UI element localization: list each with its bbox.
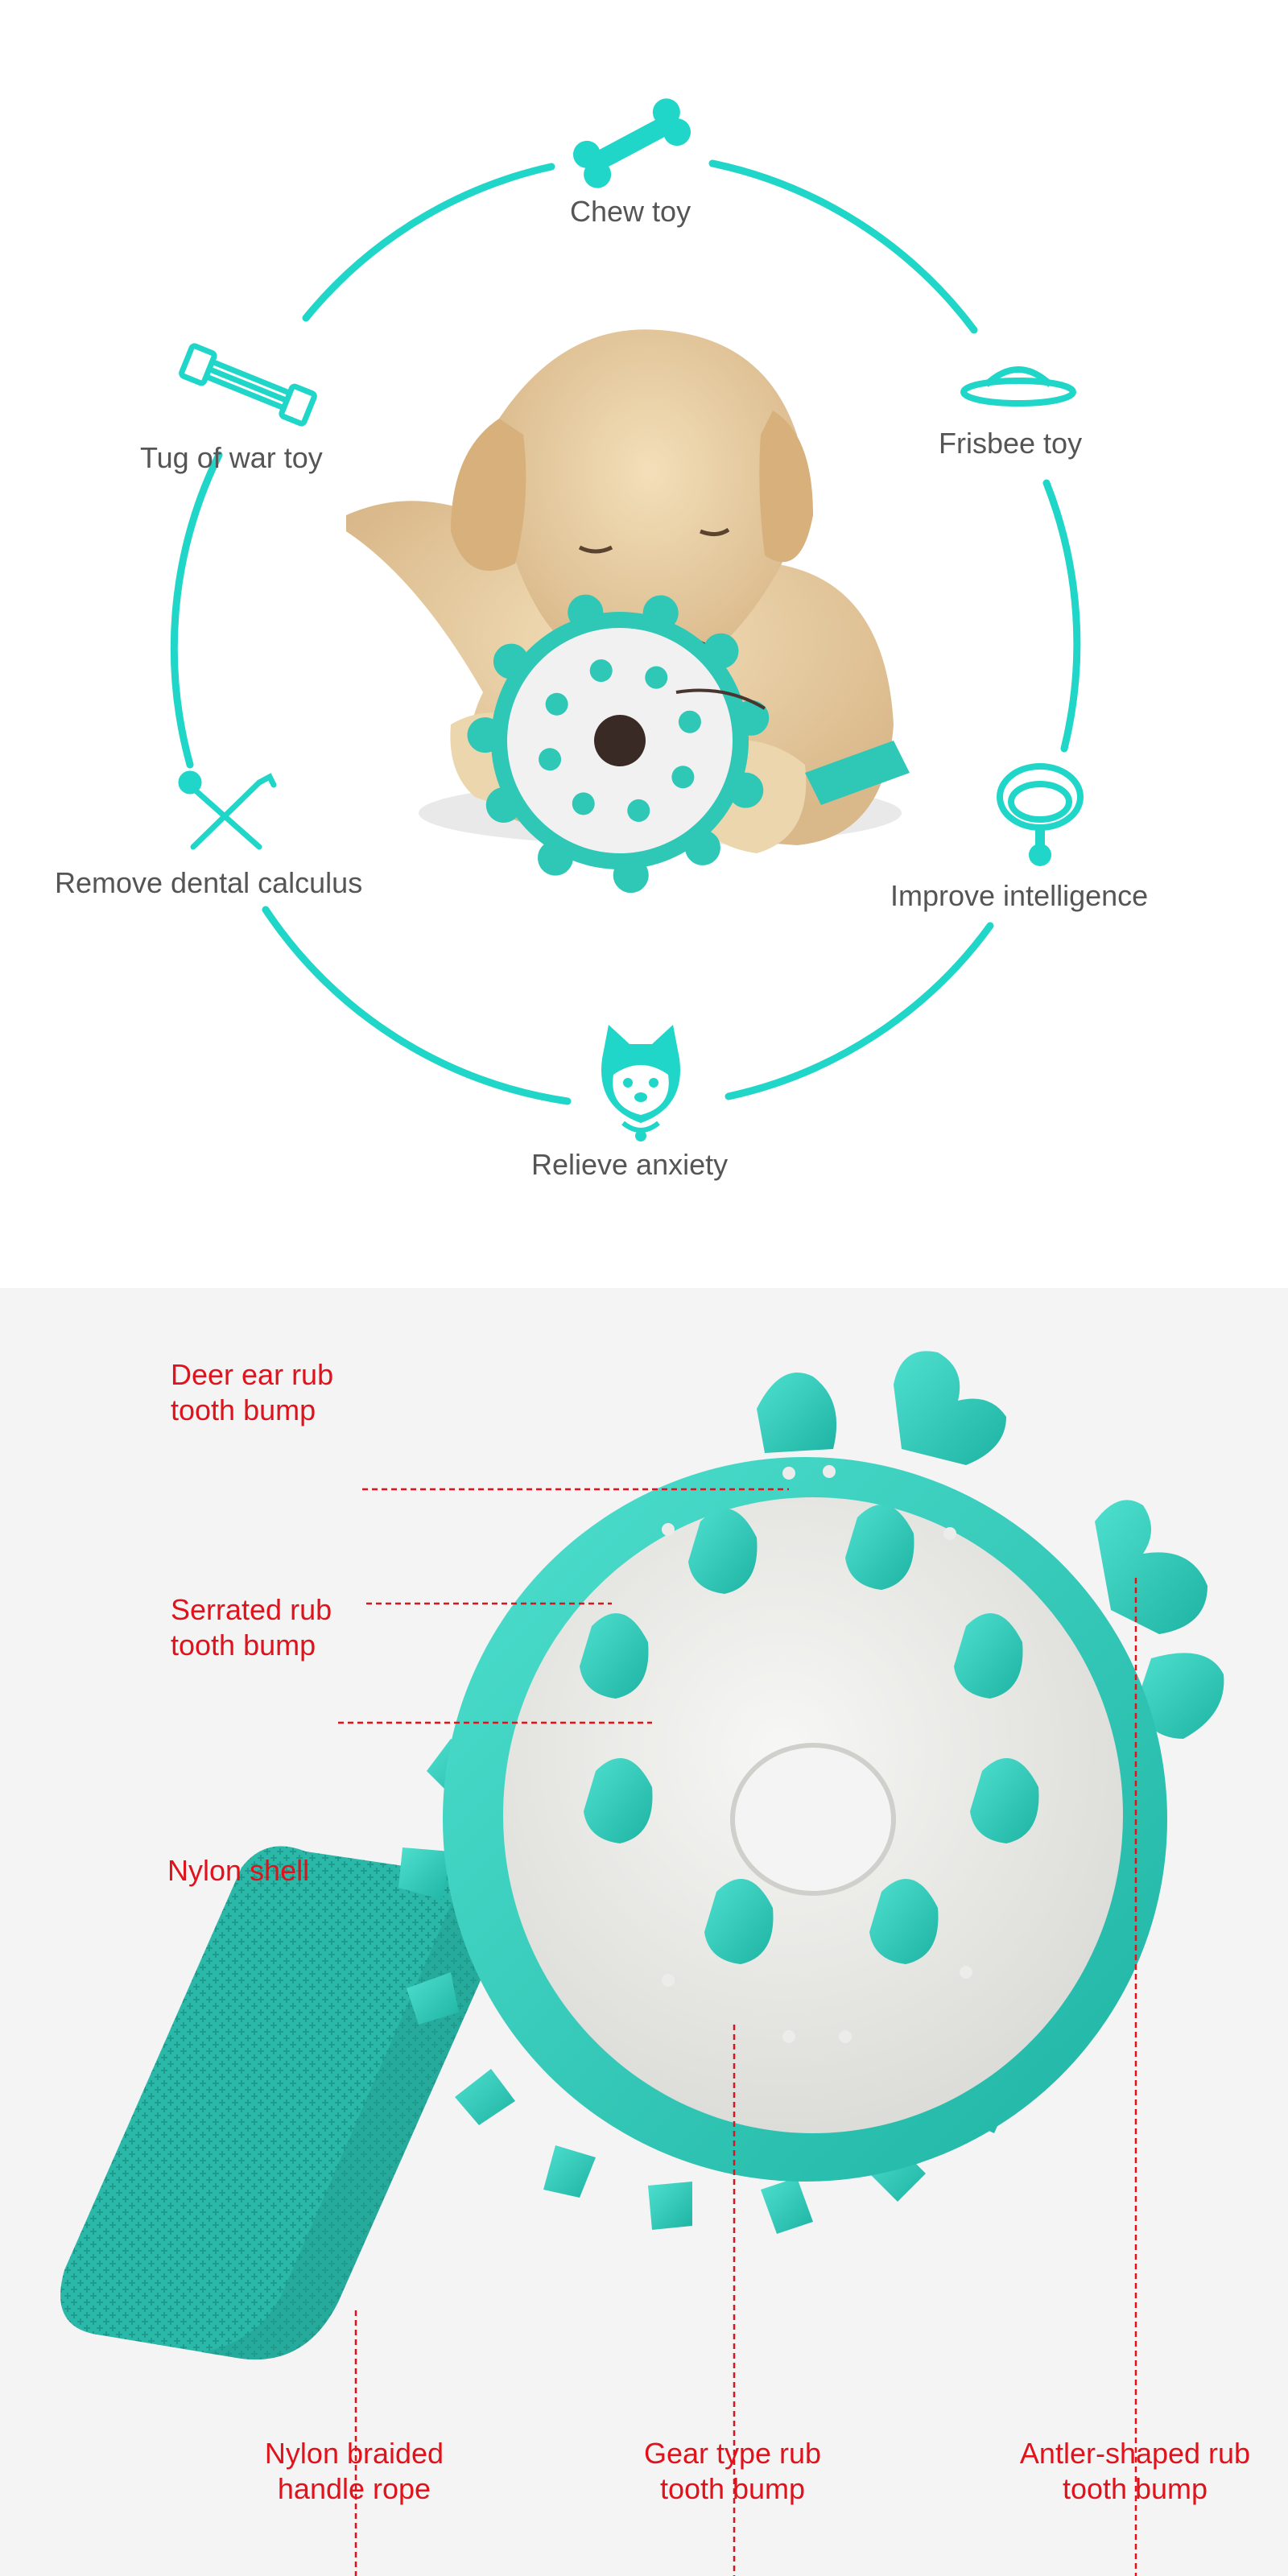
callout-gear-type: Gear type rub tooth bump — [612, 2436, 853, 2507]
callout-antler-line1: Antler-shaped rub — [1019, 2437, 1251, 2470]
callout-handle-rope: Nylon braided handle rope — [242, 2436, 467, 2507]
callout-handle-rope-line2: handle rope — [277, 2472, 431, 2505]
shiba-dog-icon — [601, 1025, 680, 1141]
feature-label-frisbee-toy: Frisbee toy — [939, 427, 1083, 460]
collar-icon — [997, 763, 1084, 866]
callout-deer-ear: Deer ear rub tooth bump — [171, 1357, 333, 1428]
callout-serrated-line2: tooth bump — [171, 1629, 316, 1662]
dog-with-toy-photo — [346, 329, 910, 894]
callout-antler: Antler-shaped rub tooth bump — [990, 2436, 1280, 2507]
callout-gear-type-line2: tooth bump — [659, 2472, 806, 2505]
feature-label-chew-toy: Chew toy — [570, 195, 691, 228]
feature-label-relieve-anxiety: Relieve anxiety — [531, 1148, 729, 1181]
tug-toy-icon — [179, 343, 317, 427]
callout-gear-type-line1: Gear type rub — [643, 2437, 822, 2470]
handle-rope — [60, 1846, 523, 2360]
feature-label-remove-dental-calculus: Remove dental calculus — [55, 866, 363, 899]
callout-serrated: Serrated rub tooth bump — [171, 1592, 332, 1663]
callout-deer-ear-line2: tooth bump — [171, 1393, 316, 1426]
callout-handle-rope-line1: Nylon braided — [264, 2437, 444, 2470]
frisbee-icon — [960, 366, 1076, 407]
dental-tools-icon — [178, 770, 277, 850]
callout-deer-ear-line1: Deer ear rub — [171, 1358, 334, 1391]
toy-product-illustration — [60, 1351, 1224, 2576]
callout-nylon-shell-line1: Nylon shell — [167, 1854, 310, 1887]
callout-nylon-shell: Nylon shell — [167, 1853, 309, 1889]
feature-circle-section: Chew toy Frisbee toy Tug of war toy Remo… — [55, 98, 1149, 1181]
callout-antler-line2: tooth bump — [1062, 2472, 1208, 2505]
feature-label-improve-intelligence: Improve intelligence — [890, 879, 1149, 912]
bone-icon — [572, 98, 691, 188]
toy-anatomy-section — [0, 1288, 1288, 2576]
feature-ring — [170, 159, 1081, 1105]
feature-label-tug-of-war-toy: Tug of war toy — [140, 441, 323, 474]
callout-serrated-line1: Serrated rub — [171, 1593, 332, 1626]
